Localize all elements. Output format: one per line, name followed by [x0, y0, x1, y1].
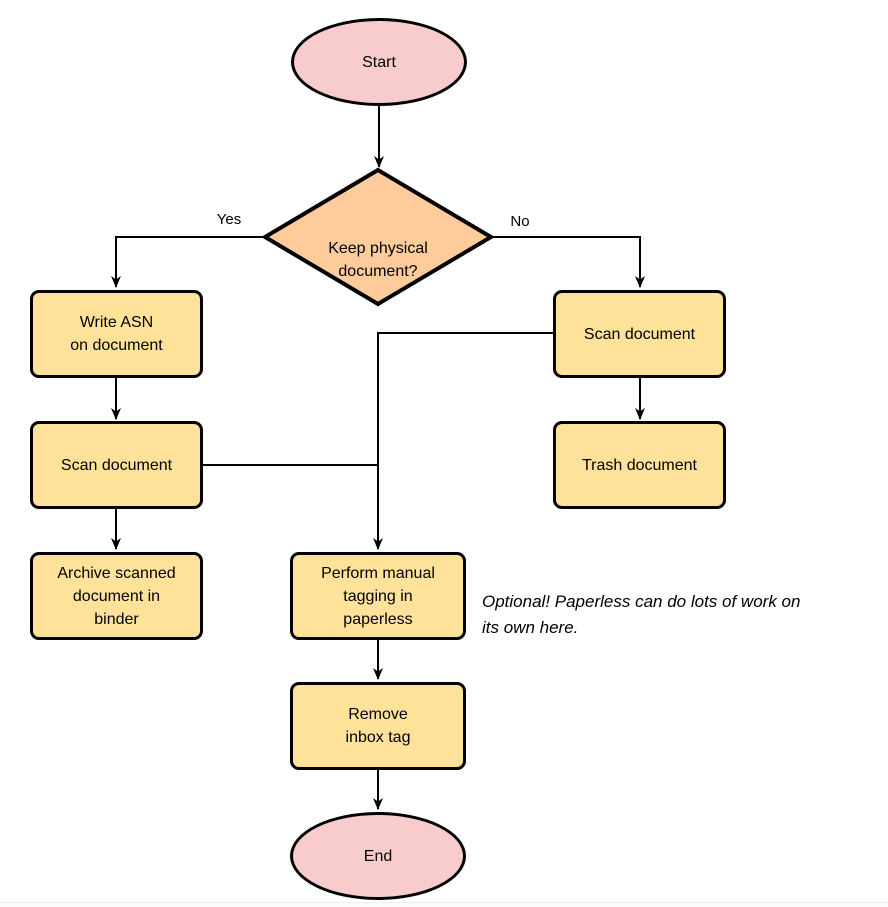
node-end-label: End — [363, 847, 393, 865]
node-archive-binder: Archive scanned document in binder — [30, 552, 203, 640]
node-start: Start — [291, 18, 467, 106]
note-optional: Optional! Paperless can do lots of work … — [482, 592, 801, 637]
node-scan-document-left: Scan document — [30, 421, 203, 509]
edge-label-yes: Yes — [216, 211, 242, 228]
node-trash-document: Trash document — [553, 421, 726, 509]
node-remove-inbox-tag-label: Remove inbox tag — [345, 706, 411, 746]
node-scan-document-left-label: Scan document — [60, 456, 173, 474]
node-scan-document-right: Scan document — [553, 290, 726, 378]
node-manual-tagging-label: Perform manual tagging in paperless — [321, 564, 435, 628]
node-decision: Keep physical document? — [288, 214, 468, 283]
node-write-asn: Write ASN on document — [30, 290, 203, 378]
node-decision-label: Keep physical document? — [328, 240, 428, 280]
edge-decision-no — [491, 236, 645, 288]
node-start-label: Start — [362, 53, 396, 71]
bottom-strip — [0, 903, 888, 907]
node-manual-tagging: Perform manual tagging in paperless — [290, 552, 466, 640]
edge-label-no: No — [510, 213, 530, 230]
node-write-asn-label: Write ASN on document — [70, 314, 163, 354]
edge-scanright-to-tagging — [373, 332, 553, 550]
node-decision-shape — [261, 167, 495, 307]
node-scan-document-right-label: Scan document — [583, 325, 696, 343]
edge-decision-yes — [111, 236, 265, 288]
node-remove-inbox-tag: Remove inbox tag — [290, 682, 466, 770]
node-archive-binder-label: Archive scanned document in binder — [57, 564, 176, 628]
node-trash-document-label: Trash document — [581, 456, 697, 474]
bottom-divider — [0, 902, 888, 903]
node-end: End — [290, 812, 466, 900]
